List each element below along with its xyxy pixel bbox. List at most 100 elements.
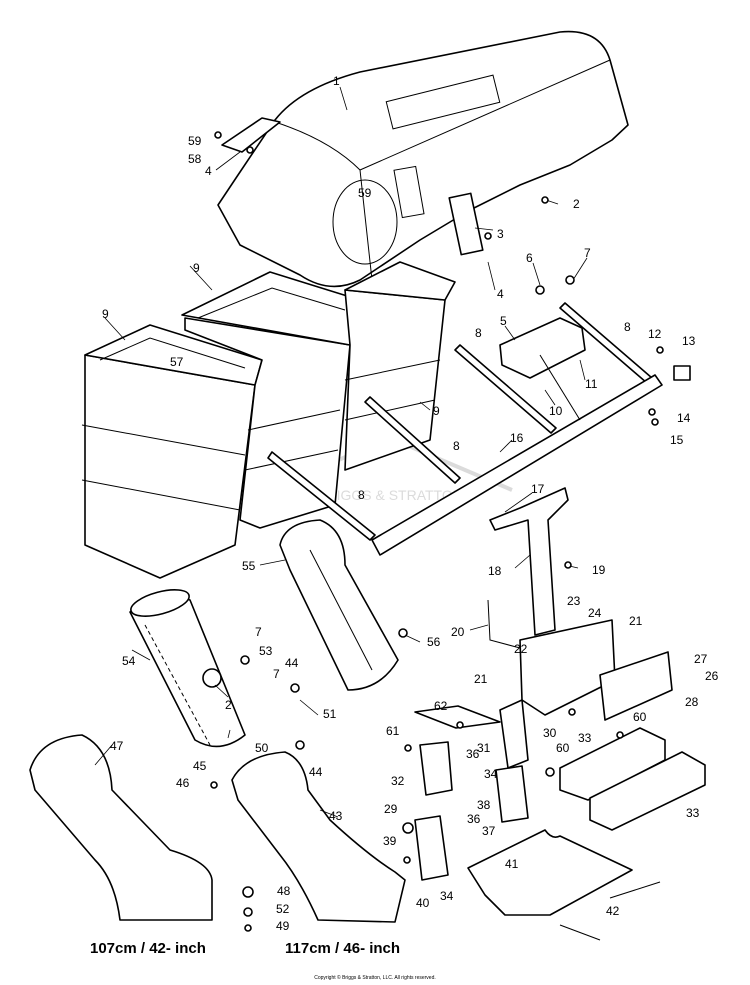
callout-33: 33 bbox=[686, 806, 700, 820]
callout-14: 14 bbox=[677, 411, 691, 425]
callout-56: 56 bbox=[427, 635, 441, 649]
mount-bracket bbox=[499, 317, 586, 379]
callout-13: 13 bbox=[682, 334, 696, 348]
callout-16: 16 bbox=[510, 431, 524, 445]
callout-45: 45 bbox=[193, 759, 207, 773]
callout-30: 30 bbox=[543, 726, 557, 740]
support-frame bbox=[371, 374, 663, 556]
callout-15: 15 bbox=[670, 433, 684, 447]
plate-34-lower bbox=[414, 815, 449, 881]
callout-3: 3 bbox=[497, 227, 504, 241]
callout-37: 37 bbox=[482, 824, 496, 838]
callout-23: 23 bbox=[567, 594, 581, 608]
bolt-42b bbox=[559, 924, 601, 941]
callout-18: 18 bbox=[488, 564, 502, 578]
callout-48: 48 bbox=[277, 884, 291, 898]
leader-lines bbox=[94, 86, 588, 818]
callout-53: 53 bbox=[259, 644, 273, 658]
chute-tube bbox=[129, 589, 246, 748]
callout-17: 17 bbox=[531, 482, 545, 496]
callout-5: 5 bbox=[500, 314, 507, 328]
grass-bag-left bbox=[81, 324, 263, 579]
copyright-notice: Copyright © Briggs & Stratton, LLC. All … bbox=[314, 975, 436, 981]
callout-21: 21 bbox=[474, 672, 488, 686]
watermark-text: BRIGGS & STRATTON bbox=[317, 487, 463, 503]
callout-31: 31 bbox=[477, 741, 491, 755]
callout-58: 58 bbox=[188, 152, 202, 166]
support-rods bbox=[267, 302, 653, 541]
callout-32: 32 bbox=[391, 774, 405, 788]
callout-22: 22 bbox=[514, 642, 528, 656]
callout-50: 50 bbox=[255, 741, 269, 755]
callout-60: 60 bbox=[633, 710, 647, 724]
chute-42in bbox=[29, 734, 213, 921]
callout-62: 62 bbox=[434, 699, 448, 713]
callout-8: 8 bbox=[475, 326, 482, 340]
callout-7: 7 bbox=[584, 246, 591, 260]
grass-bag-right bbox=[344, 261, 456, 471]
bagger-cover bbox=[217, 30, 629, 288]
callout-8: 8 bbox=[453, 439, 460, 453]
callout-8: 8 bbox=[358, 488, 365, 502]
chute-46in bbox=[231, 751, 406, 923]
mounting-post bbox=[489, 487, 569, 636]
callout-39: 39 bbox=[383, 834, 397, 848]
callout-12: 12 bbox=[648, 327, 662, 341]
callout-55: 55 bbox=[242, 559, 256, 573]
callout-labels: 1 59 58 4 59 2 3 6 7 9 4 9 5 8 8 12 13 5… bbox=[102, 74, 719, 933]
plate-62 bbox=[414, 705, 501, 729]
callout-36: 36 bbox=[466, 747, 480, 761]
callout-20: 20 bbox=[451, 625, 465, 639]
chute-upper bbox=[279, 519, 399, 691]
callout-28: 28 bbox=[685, 695, 699, 709]
end-cap bbox=[673, 365, 691, 381]
hitch-plate bbox=[519, 619, 616, 716]
callout-1: 1 bbox=[333, 74, 340, 88]
callout-4: 4 bbox=[497, 287, 504, 301]
callout-60: 60 bbox=[556, 741, 570, 755]
callout-59: 59 bbox=[358, 186, 372, 200]
grass-bag-middle bbox=[181, 271, 361, 529]
callout-9: 9 bbox=[433, 404, 440, 418]
rail-lower bbox=[589, 751, 706, 831]
callout-9: 9 bbox=[102, 307, 109, 321]
callout-61: 61 bbox=[386, 724, 400, 738]
callout-2: 2 bbox=[225, 698, 232, 712]
callout-42: 42 bbox=[606, 904, 620, 918]
callout-2: 2 bbox=[573, 197, 580, 211]
callout-49: 49 bbox=[276, 919, 290, 933]
callout-6: 6 bbox=[526, 251, 533, 265]
callout-34: 34 bbox=[440, 889, 454, 903]
handle-bracket bbox=[221, 117, 281, 153]
callout-43: 43 bbox=[329, 809, 343, 823]
callout-24: 24 bbox=[588, 606, 602, 620]
callout-11: 11 bbox=[585, 377, 598, 391]
callout-21: 21 bbox=[629, 614, 643, 628]
callout-54: 54 bbox=[122, 654, 136, 668]
callout-44: 44 bbox=[309, 765, 323, 779]
rod-20 bbox=[487, 599, 521, 649]
caption-46-inch: 117cm / 46- inch bbox=[285, 940, 401, 957]
callout-7: 7 bbox=[273, 667, 280, 681]
callout-51: 51 bbox=[323, 707, 337, 721]
callout-47: 47 bbox=[110, 739, 124, 753]
hitch-plate-right bbox=[599, 651, 673, 721]
plate-34-upper bbox=[495, 765, 529, 823]
callout-19: 19 bbox=[592, 563, 606, 577]
callout-33: 33 bbox=[578, 731, 592, 745]
caption-42-inch: 107cm / 42- inch bbox=[90, 940, 206, 957]
callout-46: 46 bbox=[176, 776, 190, 790]
callout-34: 34 bbox=[484, 767, 498, 781]
hitch-bracket bbox=[467, 829, 633, 916]
callout-40: 40 bbox=[416, 896, 430, 910]
callout-8: 8 bbox=[624, 320, 631, 334]
callout-10: 10 bbox=[549, 404, 563, 418]
callout-59: 59 bbox=[188, 134, 202, 148]
callout-29: 29 bbox=[384, 802, 398, 816]
callout-26: 26 bbox=[705, 669, 719, 683]
plate-32 bbox=[419, 741, 453, 796]
knob bbox=[202, 668, 222, 688]
callout-27: 27 bbox=[694, 652, 708, 666]
callout-38: 38 bbox=[477, 798, 491, 812]
